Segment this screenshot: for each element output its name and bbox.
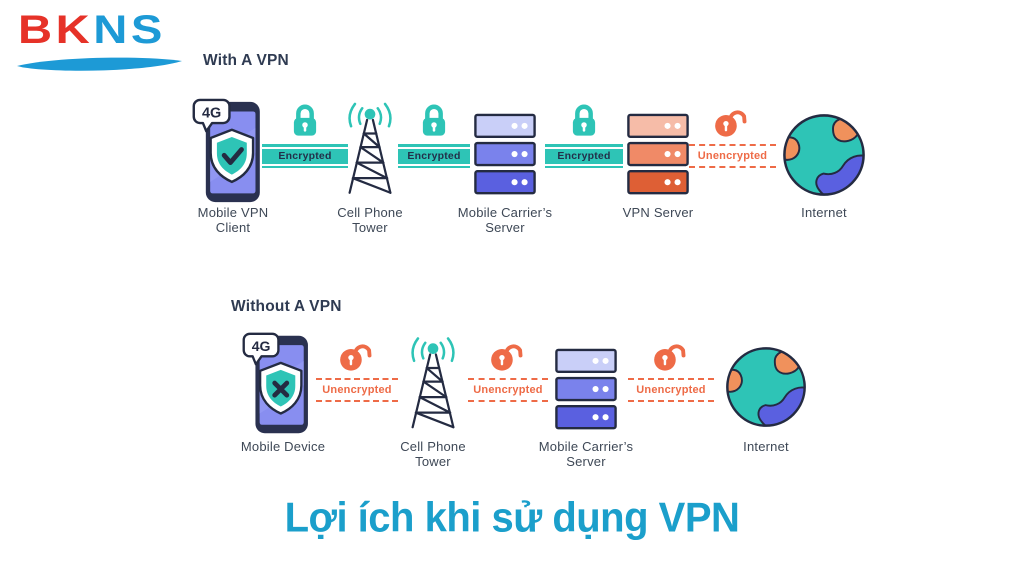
logo-swoosh-icon — [17, 57, 182, 71]
lock-closed-icon — [418, 103, 450, 139]
node-label: Mobile Carrier’s Server — [457, 205, 553, 236]
connector-encrypted: Encrypted — [545, 144, 623, 168]
node-label: Mobile VPN Client — [197, 205, 269, 236]
node-label: Cell Phone Tower — [400, 439, 466, 470]
check-icon — [221, 147, 244, 165]
lock-closed-icon — [568, 103, 600, 139]
cell-tower-icon — [337, 102, 403, 200]
cell-tower-icon — [400, 337, 466, 434]
lock-open-icon — [338, 338, 376, 373]
connector-label: Encrypted — [398, 148, 470, 164]
lock-open-icon — [713, 104, 751, 139]
bkns-logo: BKNS — [14, 8, 189, 72]
connector-label: Encrypted — [545, 148, 623, 164]
logo-part-bk: BK — [18, 8, 94, 52]
section-heading-with-vpn: With A VPN — [203, 52, 289, 69]
lock-closed-icon — [289, 103, 321, 139]
lock-open-icon — [489, 338, 527, 373]
connector-label: Unencrypted — [322, 384, 392, 396]
4g-badge-label: 4G — [252, 338, 271, 354]
4g-badge — [242, 332, 280, 366]
page-title: Lợi ích khi sử dụng VPN — [284, 494, 740, 542]
node-label: Mobile Carrier’s Server — [538, 439, 634, 470]
connector-label: Unencrypted — [636, 384, 706, 396]
section-heading-without-vpn: Without A VPN — [231, 298, 342, 315]
connector-label: Encrypted — [262, 148, 348, 164]
bkns-logo-text: BKNS — [18, 8, 166, 53]
connector-unencrypted: Unencrypted — [689, 144, 776, 168]
4g-badge-label: 4G — [202, 106, 221, 122]
node-label: VPN Server — [622, 205, 694, 220]
connector-encrypted: Encrypted — [398, 144, 470, 168]
connector-encrypted: Encrypted — [262, 144, 348, 168]
connector-unencrypted: Unencrypted — [468, 378, 548, 402]
connector-label: Unencrypted — [697, 150, 768, 162]
node-label: Internet — [743, 439, 789, 454]
node-label: Internet — [801, 205, 847, 220]
node-label: Mobile Device — [240, 439, 326, 454]
mobile-vpn-client-icon: 4G — [192, 98, 260, 203]
internet-globe-icon — [724, 345, 808, 429]
server-stack-icon — [473, 113, 537, 197]
mobile-device-icon: 4G — [242, 332, 308, 434]
connector-unencrypted: Unencrypted — [628, 378, 714, 402]
connector-unencrypted: Unencrypted — [316, 378, 398, 402]
internet-globe-icon — [781, 112, 867, 198]
connector-label: Unencrypted — [473, 384, 543, 396]
server-stack-icon — [554, 348, 618, 432]
node-label: Cell Phone Tower — [337, 205, 403, 236]
logo-part-ns: NS — [93, 8, 166, 52]
lock-open-icon — [652, 338, 690, 373]
4g-badge — [192, 98, 231, 133]
vpn-server-icon — [626, 113, 690, 197]
x-icon — [272, 380, 290, 398]
